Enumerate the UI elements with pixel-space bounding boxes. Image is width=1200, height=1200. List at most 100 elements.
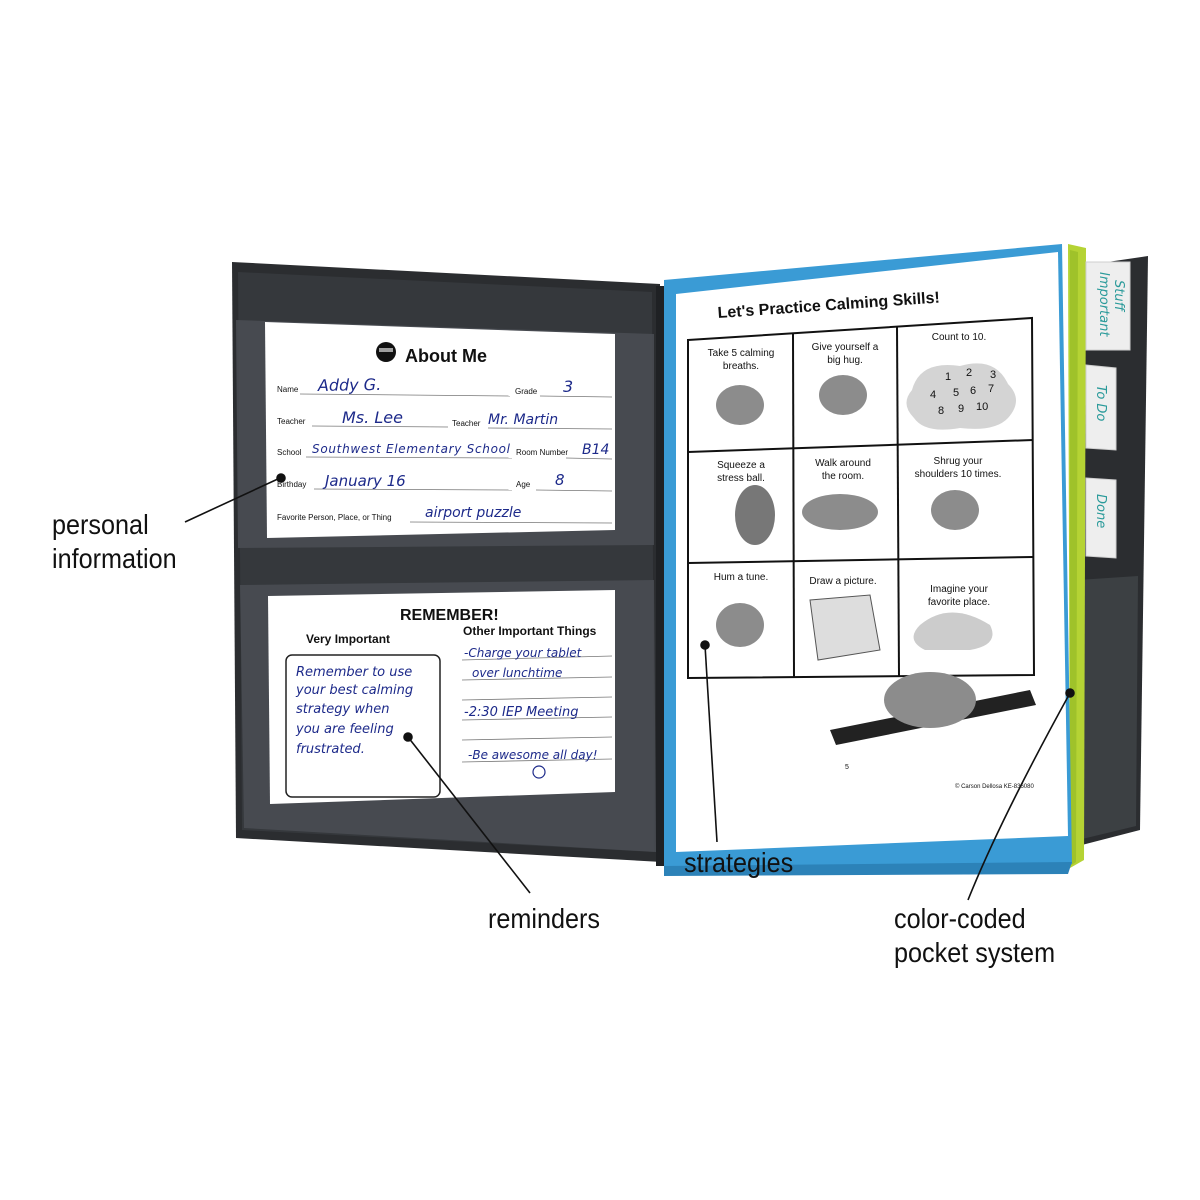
- copyright: © Carson Dellosa KE-836080: [955, 783, 1034, 790]
- name-value: Addy G.: [317, 375, 382, 395]
- strategy-cell-5-line-2: the room.: [822, 471, 864, 482]
- favorite-value: airport puzzle: [425, 505, 521, 521]
- strategies-dot: [700, 640, 710, 650]
- cloud-number-6: 6: [970, 385, 976, 397]
- page-number: 5: [845, 764, 849, 771]
- room-value: B14: [582, 442, 609, 458]
- strategy-cell-2-line-2: big hug.: [827, 355, 863, 366]
- strategy-cell-4-line-2: stress ball.: [717, 473, 765, 484]
- calming-skills-page: Let's Practice Calming Skills! Take 5 ca…: [676, 252, 1068, 852]
- other-line-2: over lunchtime: [472, 666, 562, 680]
- age-label: Age: [516, 480, 531, 489]
- grade-line: [539, 395, 613, 398]
- very-important-line-3: strategy when: [296, 702, 389, 717]
- pocket-system-leader: [967, 692, 1071, 901]
- school-label: School: [277, 448, 302, 457]
- reminders-dot: [403, 732, 413, 742]
- drawing-paper-icon: [809, 594, 881, 661]
- grade-label: Grade: [515, 387, 538, 396]
- very-important-box: [285, 654, 441, 798]
- school-line: [305, 456, 513, 459]
- callout-personal-information: personal information: [52, 508, 177, 576]
- callout-personal-line-2: information: [52, 543, 177, 574]
- remember-title: REMEMBER!: [400, 607, 499, 624]
- strategy-cell-1-line-2: breaths.: [723, 361, 759, 372]
- personal-info-leader: [184, 477, 281, 523]
- reminders-leader: [407, 736, 531, 894]
- very-important-line-1: Remember to use: [296, 665, 412, 680]
- tab-to-do-label: To Do: [1093, 385, 1108, 421]
- sunglasses-icon: [379, 348, 393, 352]
- name-label: Name: [277, 385, 299, 394]
- callout-pocket-line-2: pocket system: [894, 937, 1056, 968]
- cloud-number-4: 4: [930, 389, 936, 401]
- birthday-line: [313, 488, 513, 491]
- school-value: Southwest Elementary School: [312, 442, 511, 456]
- strategy-cell-9-line-1: Imagine your: [930, 584, 988, 595]
- strategy-cell-5-line-1: Walk around: [815, 458, 871, 469]
- strategy-cell-6-line-1: Shrug your: [934, 456, 984, 467]
- strategy-cell-8-line-1: Draw a picture.: [809, 576, 876, 587]
- favorite-line: [409, 521, 613, 524]
- tab-to-do[interactable]: To Do: [1085, 364, 1117, 451]
- teacher2-line: [487, 427, 613, 430]
- cloud-number-9: 9: [958, 403, 964, 415]
- teacher2-label: Teacher: [452, 419, 481, 428]
- other-important-heading: Other Important Things: [463, 624, 597, 638]
- cloud-number-8: 8: [938, 405, 944, 417]
- pocket-system-dot: [1065, 688, 1075, 698]
- tab-stuff-label: Stuff: [1111, 280, 1126, 313]
- tab-done[interactable]: Done: [1085, 477, 1117, 559]
- sloth-illustrations: [716, 375, 1036, 745]
- callout-pocket-system: color-coded pocket system: [894, 902, 1055, 970]
- teacher1-value: Ms. Lee: [342, 408, 403, 427]
- room-line: [565, 457, 613, 460]
- other-line-1: -Charge your tablet: [464, 646, 583, 660]
- teacher1-label: Teacher: [277, 417, 306, 426]
- cloud-number-7: 7: [988, 383, 994, 395]
- very-important-line-5: frustrated.: [296, 742, 365, 757]
- strategy-cell-2-line-1: Give yourself a: [812, 342, 879, 353]
- cloud-number-10: 10: [976, 401, 988, 413]
- teacher1-line: [311, 425, 449, 428]
- other-line-3: -2:30 IEP Meeting: [464, 705, 578, 720]
- about-me-card: About Me Name Grade Teacher Teacher Scho…: [265, 322, 615, 538]
- age-line: [535, 489, 613, 492]
- grade-value: 3: [563, 377, 573, 396]
- birthday-label: Birthday: [277, 480, 306, 489]
- tab-important-label: Important: [1096, 272, 1111, 337]
- callout-reminders: reminders: [488, 903, 601, 934]
- personal-info-dot: [276, 473, 286, 483]
- sloth-walking-icon: [802, 494, 878, 530]
- strategy-cell-1-line-1: Take 5 calming: [708, 348, 775, 359]
- about-me-title: About Me: [405, 346, 487, 366]
- cloud-number-5: 5: [953, 387, 959, 399]
- name-line: [299, 393, 511, 397]
- strategy-cell-3-line-1: Count to 10.: [932, 332, 986, 343]
- strategy-cell-7-line-1: Hum a tune.: [714, 572, 768, 583]
- strategy-cell-6-line-2: shoulders 10 times.: [915, 469, 1002, 480]
- cloud-number-1: 1: [945, 371, 951, 383]
- other-line-4: -Be awesome all day!: [468, 748, 598, 762]
- very-important-line-2: your best calming: [295, 683, 413, 698]
- teacher2-value: Mr. Martin: [488, 412, 558, 428]
- favorite-label: Favorite Person, Place, or Thing: [277, 513, 392, 522]
- tab-done-label: Done: [1093, 494, 1108, 528]
- sloth-humming-icon: [716, 603, 764, 647]
- tab-important-stuff[interactable]: Important Stuff: [1085, 261, 1131, 351]
- sloth-breathing-icon: [716, 385, 764, 425]
- birthday-value: January 16: [322, 472, 406, 490]
- sloth-hug-icon: [819, 375, 867, 415]
- strategy-cell-4-line-1: Squeeze a: [717, 460, 765, 471]
- strategy-cell-9-line-2: favorite place.: [928, 597, 990, 608]
- callout-pocket-line-1: color-coded: [894, 903, 1026, 934]
- room-label: Room Number: [516, 448, 568, 457]
- thought-cloud-icon: [913, 612, 993, 650]
- smiley-doodle-icon: [532, 765, 546, 779]
- callout-personal-line-1: personal: [52, 509, 149, 540]
- cloud-number-3: 3: [990, 369, 996, 381]
- very-important-heading: Very Important: [306, 632, 390, 646]
- strategies-grid: [687, 316, 1036, 680]
- callout-strategies: strategies: [684, 847, 794, 878]
